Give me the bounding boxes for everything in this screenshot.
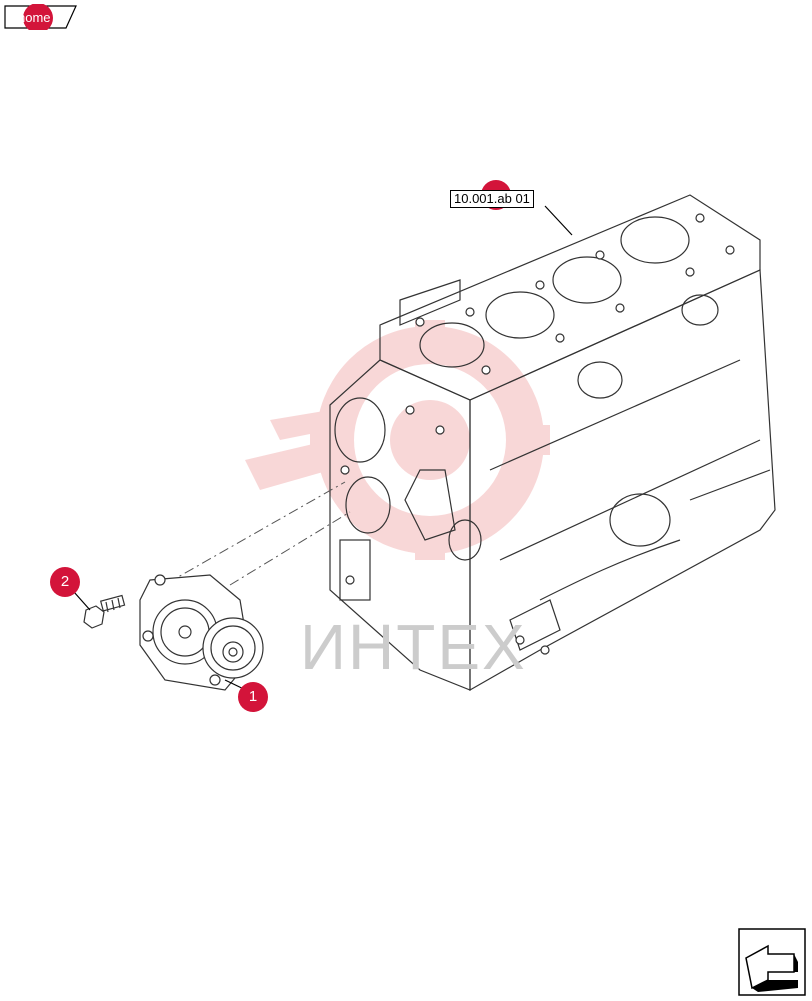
callout-1[interactable]: 1 [238, 682, 268, 712]
callout-2-leader [73, 591, 91, 611]
next-page-arrow-icon [738, 928, 806, 996]
callout-2[interactable]: 2 [50, 567, 80, 597]
watermark-text: ИНТЕХ [300, 611, 527, 683]
bolt [83, 594, 126, 629]
engine-block [329, 194, 776, 692]
reference-link[interactable]: 10.001.ab 01 [450, 190, 534, 208]
reference-leader [544, 205, 573, 236]
home-tab-outline [4, 4, 77, 30]
next-page-button[interactable] [738, 928, 806, 996]
oil-pump [139, 574, 264, 691]
home-button[interactable]: home [4, 4, 78, 30]
watermark-logo [245, 320, 550, 560]
assembly-lines [149, 481, 351, 594]
home-label: home [18, 10, 51, 25]
